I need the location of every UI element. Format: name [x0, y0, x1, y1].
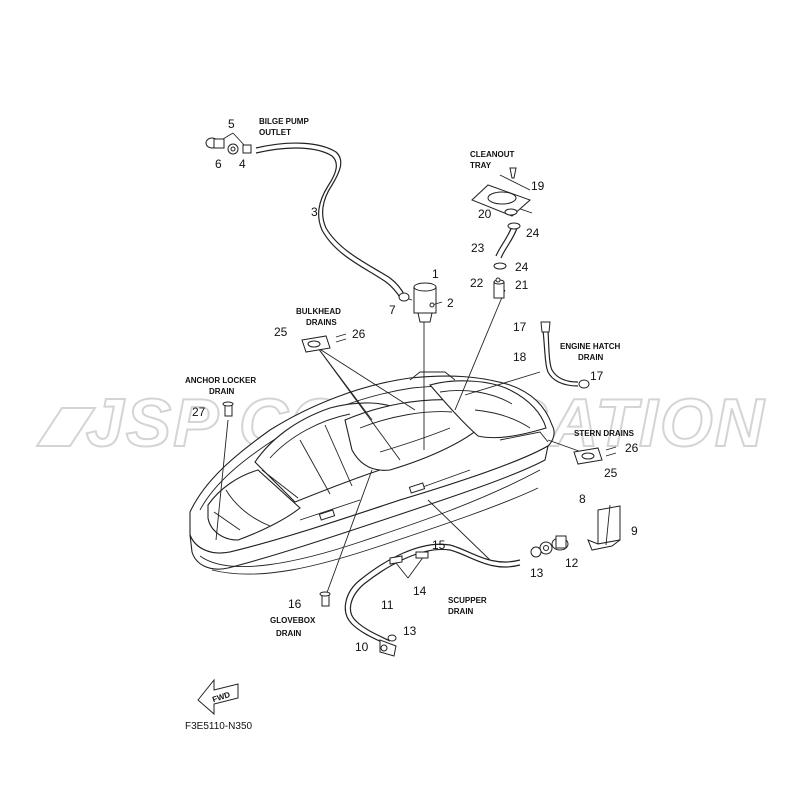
part-number-15: 15 [432, 538, 446, 552]
part-number-16: 16 [288, 597, 302, 611]
part-number-13a: 13 [530, 566, 544, 580]
label-bulkhead-drains-line2: DRAINS [306, 318, 337, 327]
fitting-21-22 [493, 277, 505, 299]
diagram-code: F3E5110-N350 [185, 721, 253, 732]
part-number-7: 7 [389, 303, 396, 317]
part-number-11: 11 [381, 598, 394, 612]
clips-14-15 [389, 551, 429, 565]
fwd-arrow-icon [197, 678, 239, 716]
engine-hatch-drain-hose [542, 329, 579, 387]
part-number-12: 12 [565, 556, 579, 570]
cleanout-tray [471, 167, 531, 217]
label-bilge-pump-outlet-line1: BILGE PUMP [259, 117, 309, 126]
label-cleanout-tray-line1: CLEANOUT [470, 150, 515, 159]
part-number-4: 4 [239, 157, 246, 171]
part-number-24b: 24 [515, 260, 529, 274]
glovebox-fitting-10 [379, 634, 397, 657]
label-engine-hatch-drain-line1: ENGINE HATCH [560, 342, 621, 351]
label-bulkhead-drains-line1: BULKHEAD [296, 307, 341, 316]
hose-clamp-7 [398, 292, 410, 302]
scupper-fitting-12 [530, 535, 569, 558]
label-engine-hatch-drain-line2: DRAIN [578, 353, 604, 362]
part-number-2: 2 [447, 296, 454, 310]
part-number-26b: 26 [625, 441, 639, 455]
part-number-9: 9 [631, 524, 638, 538]
part-number-10: 10 [355, 640, 369, 654]
label-glovebox-drain-line1: GLOVEBOX [270, 616, 316, 625]
bulkhead-drain-parts [301, 333, 347, 353]
boat-hull [189, 371, 555, 575]
part-number-26a: 26 [352, 327, 366, 341]
cleanout-tray-hose [495, 225, 518, 259]
cleanout-washers [493, 208, 521, 270]
bracket-8-9 [587, 504, 621, 551]
label-anchor-locker-drain-line1: ANCHOR LOCKER [185, 376, 256, 385]
leader-lines [215, 132, 591, 599]
part-number-24a: 24 [526, 226, 540, 240]
label-scupper-drain-line1: SCUPPER [448, 596, 487, 605]
glovebox-drain-fitting-16 [319, 591, 331, 607]
part-number-21: 21 [515, 278, 529, 292]
part-numbers: 5 6 4 3 1 2 7 19 20 24 23 24 22 21 17 18… [192, 117, 639, 654]
part-number-1: 1 [432, 267, 439, 281]
part-number-17a: 17 [513, 320, 527, 334]
part-number-25b: 25 [604, 466, 618, 480]
part-number-19: 19 [531, 179, 545, 193]
drain-fitting-17 [540, 321, 590, 389]
part-number-25a: 25 [274, 325, 288, 339]
fwd-arrow: FWD [197, 678, 239, 716]
bilge-pump [405, 282, 437, 323]
part-number-18: 18 [513, 350, 527, 364]
label-bilge-pump-outlet-line2: OUTLET [259, 128, 291, 137]
part-number-17b: 17 [590, 369, 604, 383]
scupper-drain-hose [344, 543, 521, 646]
watermark-slash-icon [35, 407, 97, 447]
part-number-20: 20 [478, 207, 492, 221]
part-number-5: 5 [228, 117, 235, 131]
part-number-3: 3 [311, 205, 318, 219]
part-number-8: 8 [579, 492, 586, 506]
label-anchor-locker-drain-line2: DRAIN [209, 387, 235, 396]
label-scupper-drain-line2: DRAIN [448, 607, 474, 616]
drain-labels: BILGE PUMP OUTLET CLEANOUT TRAY BULKHEAD… [185, 117, 635, 638]
bilge-pump-outlet-hose [255, 142, 406, 300]
anchor-locker-fitting [222, 401, 234, 417]
part-number-14: 14 [413, 584, 427, 598]
part-number-27: 27 [192, 405, 206, 419]
part-number-22: 22 [470, 276, 484, 290]
screw-2 [429, 301, 443, 308]
label-cleanout-tray-line2: TRAY [470, 161, 492, 170]
label-glovebox-drain-line2: DRAIN [276, 629, 302, 638]
part-number-6: 6 [215, 157, 222, 171]
label-stern-drains: STERN DRAINS [574, 429, 635, 438]
outlet-fitting-parts [205, 137, 252, 155]
part-number-23: 23 [471, 241, 485, 255]
stern-drain-parts [573, 446, 617, 465]
part-number-13b: 13 [403, 624, 417, 638]
